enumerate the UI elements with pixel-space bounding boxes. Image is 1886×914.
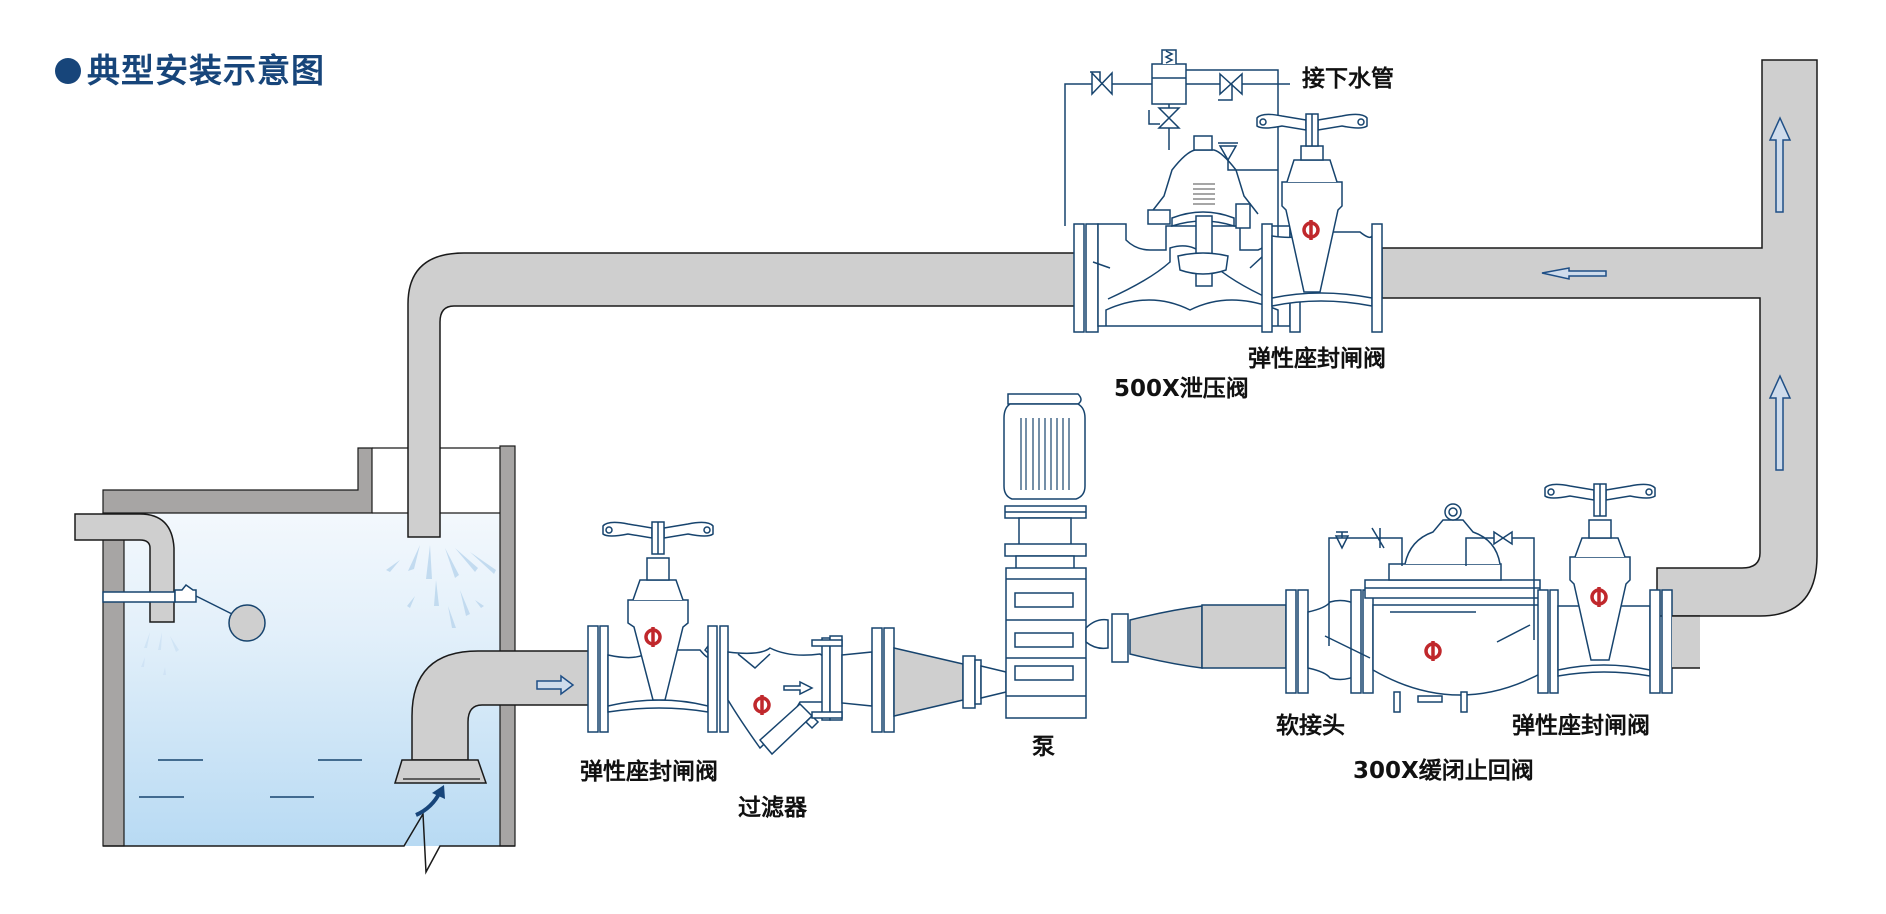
suction-reducer <box>893 647 1007 717</box>
title-text: 典型安装示意图 <box>87 51 325 90</box>
label-gate-valve-top: 弹性座封闸阀 <box>1248 345 1386 372</box>
strainer <box>727 627 895 756</box>
pump <box>1003 393 1087 719</box>
flow-arrow-right-1 <box>536 674 575 696</box>
gate-valve-top <box>1256 113 1383 333</box>
tank-roof <box>102 447 373 514</box>
check-valve-300x <box>1324 503 1548 713</box>
float-valve <box>174 583 197 603</box>
return-pipe <box>407 59 1818 617</box>
gate-valve-right <box>1537 483 1673 694</box>
pressure-relief-valve-500x <box>1064 49 1301 333</box>
label-pressure-relief-valve: 500X泄压阀 <box>1114 376 1249 402</box>
foot-valve <box>393 759 488 784</box>
gate-valve-left <box>587 521 729 733</box>
page-title: 典型安装示意图 <box>55 44 325 92</box>
tank-wall-left <box>102 512 125 847</box>
discharge-reducer <box>1085 604 1287 669</box>
label-gate-valve-left: 弹性座封闸阀 <box>580 758 718 785</box>
valve-stem <box>1195 215 1213 287</box>
flow-arrow-left <box>1541 267 1607 280</box>
label-drain: 接下水管 <box>1302 65 1394 92</box>
spray-small <box>141 632 179 675</box>
float-inlet-pipe <box>74 513 266 675</box>
flow-arrow-right-2 <box>783 680 814 696</box>
flow-arrow-up-1 <box>1768 116 1792 213</box>
lifting-ring <box>1444 503 1462 521</box>
pilot-valve <box>1151 63 1187 105</box>
float-ball <box>228 604 266 642</box>
title-bullet-icon <box>55 58 81 84</box>
label-check-valve: 300X缓闭止回阀 <box>1353 757 1534 784</box>
label-pump: 泵 <box>1032 734 1055 760</box>
spring-icon <box>1193 183 1215 205</box>
tank-wall-right <box>499 445 516 847</box>
spray-large <box>386 545 496 628</box>
water-level-lines <box>139 759 362 798</box>
suction-pipe <box>393 650 591 817</box>
tank-bottom <box>103 811 515 875</box>
float-arm <box>102 591 176 603</box>
label-flexible-joint: 软接头 <box>1276 712 1345 739</box>
label-strainer: 过滤器 <box>738 795 808 821</box>
label-gate-valve-right: 弹性座封闸阀 <box>1512 712 1650 739</box>
flow-arrow-up-2 <box>1768 374 1792 471</box>
